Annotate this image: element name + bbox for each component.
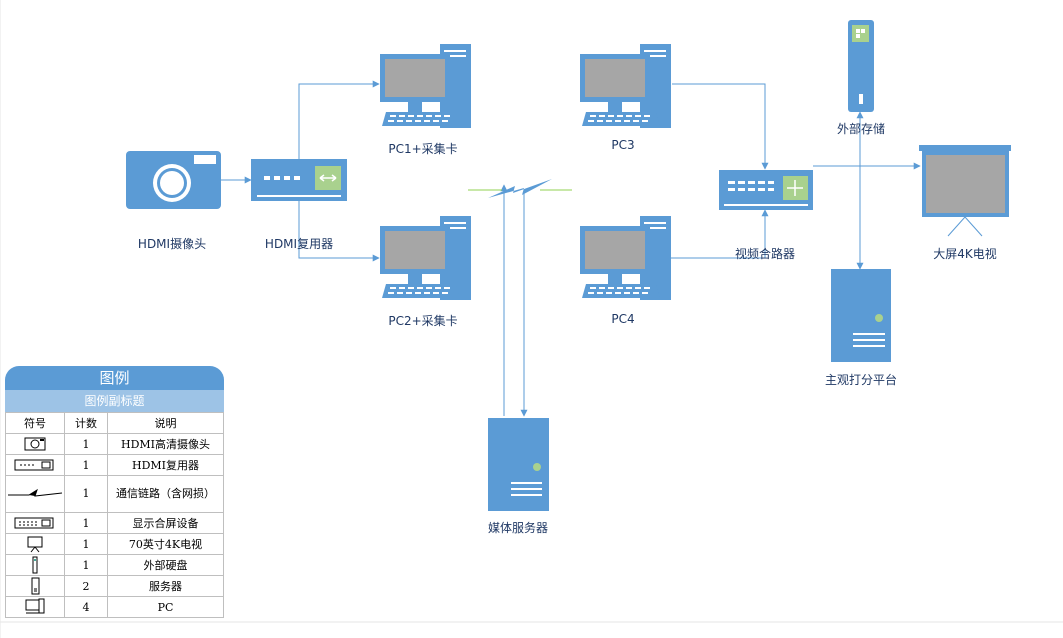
- legend: 图例 图例副标题 符号 计数 说明 1 HDMI高清摄像头 1 HDMI复用器 …: [5, 366, 224, 618]
- media-server-label: 媒体服务器: [487, 521, 549, 535]
- legend-desc: PC: [107, 596, 224, 618]
- network-link-icon: [468, 179, 572, 198]
- legend-header-desc: 说明: [107, 412, 224, 434]
- legend-header-count: 计数: [64, 412, 108, 434]
- camera-icon: [24, 437, 46, 451]
- link-splitter-pc1: [298, 80, 380, 160]
- legend-row: 1 显示合屏设备: [5, 512, 224, 534]
- legend-count: 1: [64, 554, 108, 576]
- media-server-icon: [488, 418, 549, 511]
- pc-icon: [580, 216, 671, 300]
- camera-icon: [126, 151, 221, 209]
- scoring-label: 主观打分平台: [824, 373, 898, 387]
- pc4-label: PC4: [611, 312, 635, 326]
- lightning-link-icon: [8, 488, 63, 497]
- drive-icon: [32, 556, 38, 574]
- legend-header-row: 符号 计数 说明: [5, 412, 224, 434]
- legend-desc: 外部硬盘: [107, 554, 224, 576]
- pc1-label: PC1+采集卡: [388, 142, 458, 156]
- legend-header-symbol: 符号: [5, 412, 65, 434]
- pc-icon: [580, 44, 671, 128]
- legend-table: 符号 计数 说明 1 HDMI高清摄像头 1 HDMI复用器 1 通信链路（含网…: [5, 412, 224, 618]
- legend-desc: HDMI高清摄像头: [107, 433, 224, 455]
- splitter-label: HDMI复用器: [264, 237, 334, 251]
- camera-label: HDMI摄像头: [137, 237, 207, 251]
- link-splitter-pc2: [298, 200, 380, 262]
- pc-icon: [380, 216, 471, 300]
- legend-count: 1: [64, 433, 108, 455]
- tv-label: 大屏4K电视: [933, 247, 997, 261]
- storage-icon: [848, 20, 874, 112]
- pc-icon: [380, 44, 471, 128]
- legend-count: 1: [64, 533, 108, 555]
- legend-row: 1 HDMI高清摄像头: [5, 433, 224, 455]
- tv-icon: [27, 536, 43, 553]
- legend-row: 2 服务器: [5, 575, 224, 597]
- legend-desc: 通信链路（含网损）: [107, 475, 224, 513]
- combiner-label: 视频合路器: [734, 247, 796, 261]
- legend-row: 1 通信链路（含网损）: [5, 475, 224, 513]
- legend-row: 1 外部硬盘: [5, 554, 224, 576]
- splitter-icon: [251, 159, 347, 201]
- scoring-server-icon: [831, 269, 891, 362]
- legend-count: 1: [64, 475, 108, 513]
- legend-row: 4 PC: [5, 596, 224, 618]
- legend-count: 2: [64, 575, 108, 597]
- tv-icon: [919, 145, 1011, 237]
- legend-count: 1: [64, 454, 108, 476]
- connection-lines: [220, 80, 921, 417]
- pc-icon: [25, 598, 45, 614]
- legend-title: 图例: [5, 366, 224, 390]
- legend-desc: 服务器: [107, 575, 224, 597]
- legend-count: 4: [64, 596, 108, 618]
- switch-icon: [14, 517, 54, 529]
- legend-row: 1 HDMI复用器: [5, 454, 224, 476]
- combiner-icon: [719, 170, 813, 210]
- link-pc3-combiner: [672, 83, 769, 170]
- pc3-label: PC3: [611, 138, 635, 152]
- storage-label: 外部存储: [836, 122, 886, 136]
- link-pc4-combiner: [625, 209, 769, 259]
- splitter-icon: [14, 459, 54, 471]
- legend-row: 1 70英寸4K电视: [5, 533, 224, 555]
- server-icon: [31, 577, 40, 595]
- legend-desc: HDMI复用器: [107, 454, 224, 476]
- pc2-label: PC2+采集卡: [388, 314, 458, 328]
- legend-desc: 70英寸4K电视: [107, 533, 224, 555]
- legend-subtitle: 图例副标题: [5, 390, 224, 412]
- legend-desc: 显示合屏设备: [107, 512, 224, 534]
- legend-count: 1: [64, 512, 108, 534]
